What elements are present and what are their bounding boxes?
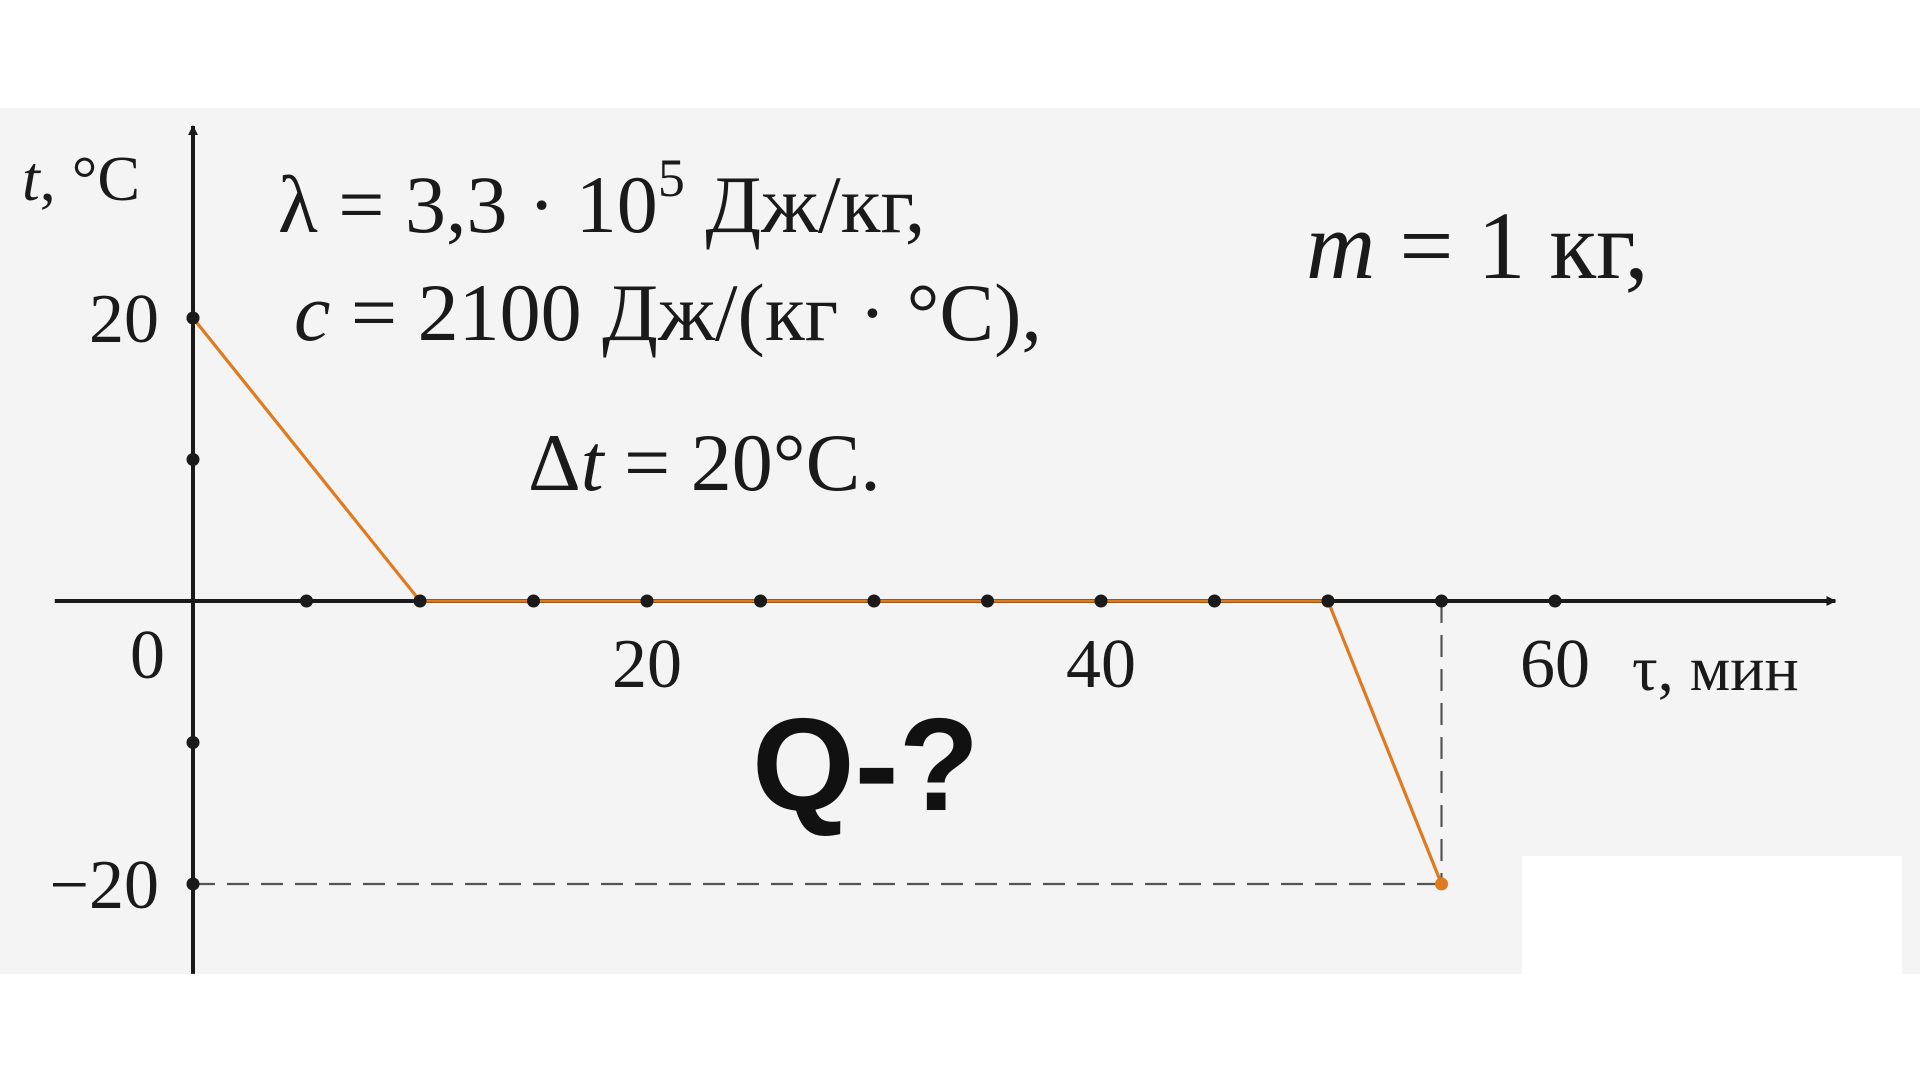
x-tick-dot-25 (754, 594, 767, 608)
x-tick-dot-15 (527, 594, 540, 608)
formula-mass: m = 1 кг, (1306, 192, 1649, 299)
x-tick-dot-30 (867, 594, 881, 608)
x-tick-dot-5 (300, 594, 313, 608)
y-axis-label: t, °C (22, 143, 140, 214)
origin-label: 0 (130, 617, 165, 694)
x-tick-label-40: 40 (1066, 626, 1136, 703)
series-point-3 (1435, 877, 1448, 891)
guides (193, 601, 1443, 886)
y-tick-dot-20 (186, 311, 200, 325)
x-tick-label-60: 60 (1520, 626, 1590, 703)
x-tick-dot-45 (1208, 594, 1221, 608)
y-tick-label--20: −20 (50, 847, 159, 924)
x-tick-dot-40 (1094, 594, 1108, 608)
formula-lambda: λ = 3,3 · 105 Дж/кг, (278, 148, 925, 250)
formula-delta-t: Δt = 20°C. (528, 417, 881, 508)
y-tick-dot--10 (186, 736, 200, 749)
y-tick-dot-10 (186, 453, 200, 466)
figure-panel (0, 108, 1920, 974)
corner-patch (1522, 856, 1902, 974)
x-tick-dot-20 (640, 594, 654, 608)
y-tick-label-20: 20 (89, 281, 159, 358)
formula-c: c = 2100 Дж/(кг · °C), (294, 267, 1042, 358)
x-axis-label: τ, мин (1632, 633, 1799, 704)
x-tick-label-20: 20 (612, 626, 682, 703)
tick-labels: 20 40 60 20 −20 (50, 281, 1590, 924)
x-tick-dot-35 (981, 594, 994, 608)
x-tick-dot-50 (1321, 594, 1335, 608)
x-tick-dot-10 (413, 594, 427, 608)
question-label: Q-? (752, 691, 979, 838)
x-tick-dot-55 (1435, 594, 1448, 608)
y-tick-dot--20 (186, 877, 200, 891)
x-tick-dot-60 (1548, 594, 1562, 608)
tick-dots (186, 311, 1562, 891)
